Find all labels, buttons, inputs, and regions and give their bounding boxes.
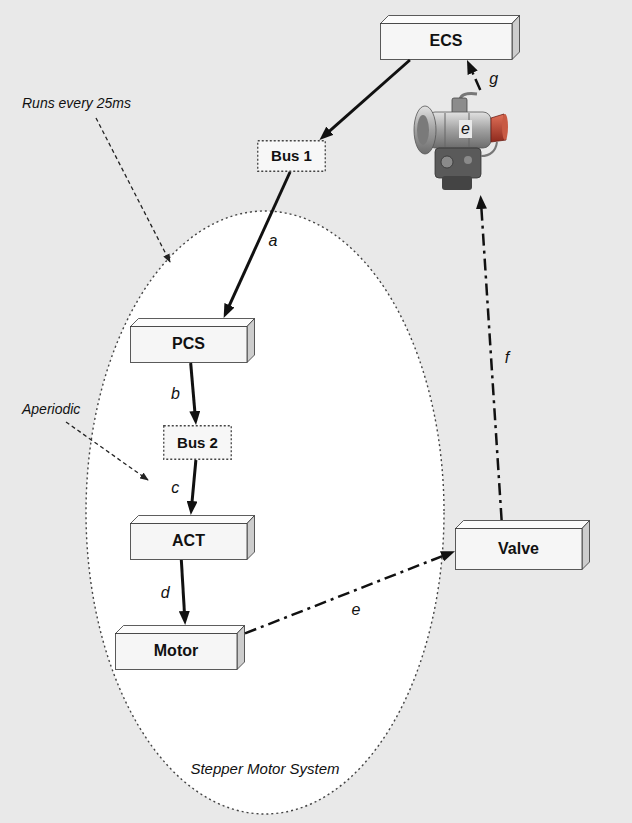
annotation: Aperiodic [22, 401, 80, 417]
node-label: Valve [498, 540, 539, 558]
process-box: ACT [130, 515, 255, 560]
edge-label: b [171, 385, 180, 403]
leader-line [96, 118, 170, 262]
box-side-face [247, 516, 255, 560]
engine-node: e [405, 90, 510, 195]
edge-label-holder: a [268, 232, 277, 250]
system-ellipse: Stepper Motor System PCS Bus 2 ACT Motor [85, 210, 445, 815]
signal-line [472, 72, 480, 90]
edge-label: d [161, 583, 170, 601]
box-top-face [456, 521, 590, 529]
box-front-face [131, 327, 248, 363]
bus-box: Bus 2 [163, 425, 232, 460]
node-label: Motor [154, 642, 198, 660]
node-label: Bus 2 [177, 434, 218, 451]
edge-label-holder: f [505, 348, 509, 366]
engine-label: e [459, 120, 472, 138]
annotation-holder: Aperiodic [22, 400, 80, 418]
process-box: PCS [130, 318, 255, 363]
bus-box: Bus 1 [257, 140, 326, 172]
edge-label: g [489, 70, 498, 88]
system-outline [86, 211, 444, 814]
bus-outline-rect [164, 426, 232, 460]
box-top-face [131, 319, 255, 327]
box-side-face [237, 626, 245, 670]
system-label: Stepper Motor System [190, 760, 339, 777]
edge-label-holder: d [161, 583, 170, 601]
edge-label-holder: c [171, 478, 179, 496]
edge-label: e [352, 601, 361, 619]
node-label: Bus 1 [271, 147, 312, 164]
bus-outline-rect [258, 141, 326, 172]
data-arrow [329, 60, 410, 131]
box-top-face [381, 16, 520, 24]
box-side-face [582, 521, 590, 570]
box-top-face [116, 626, 245, 634]
engine-illustration [405, 90, 510, 195]
box-front-face [131, 524, 248, 560]
edge-label-holder: e [352, 601, 361, 619]
box-side-face [247, 319, 255, 363]
node-label: PCS [172, 335, 205, 353]
process-box: ECS [380, 15, 520, 60]
box-side-face [512, 16, 520, 60]
box-top-face [131, 516, 255, 524]
process-box: Valve [455, 520, 590, 570]
box-front-face [381, 24, 513, 60]
edge-label-holder: g [489, 70, 498, 88]
annotation-holder: Runs every 25ms [22, 94, 131, 112]
annotation: Runs every 25ms [22, 95, 131, 111]
ellipse-outline [85, 210, 445, 815]
edge-label: c [171, 478, 179, 496]
edge-label: f [505, 348, 509, 366]
box-front-face [456, 529, 583, 570]
process-box: Motor [115, 625, 245, 670]
edge-label-holder: b [171, 385, 180, 403]
signal-line [481, 208, 501, 520]
node-label: ACT [172, 532, 205, 550]
edge-label: a [268, 232, 277, 250]
box-front-face [116, 634, 238, 670]
node-label: ECS [430, 32, 463, 50]
